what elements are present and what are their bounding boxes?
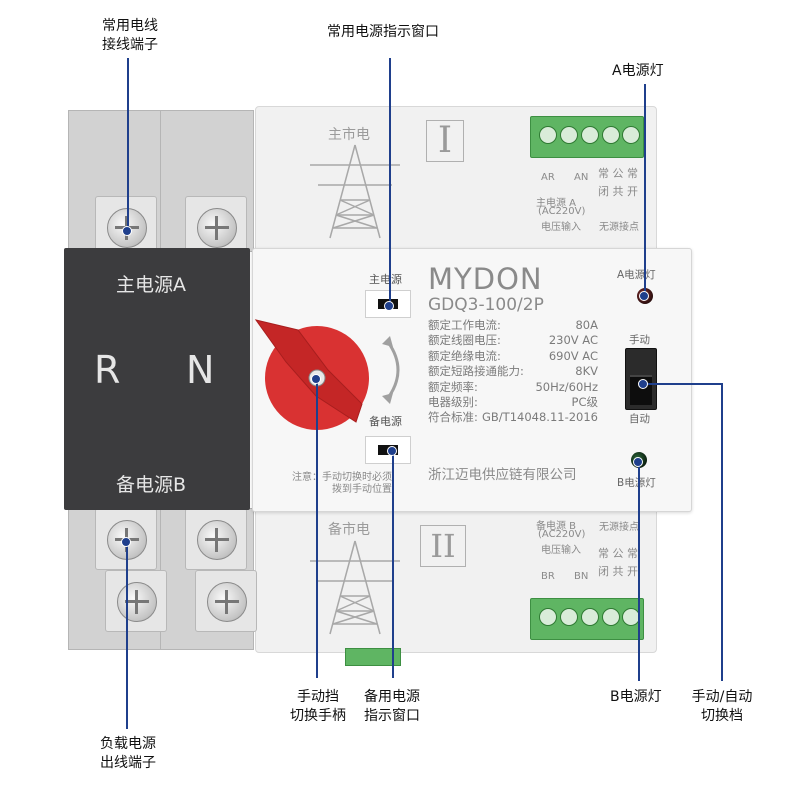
manufacturer-name: 浙江迈电供应链有限公司 [428, 467, 577, 483]
callout-line-load-terminal [126, 541, 128, 729]
terminal-screw-icon [602, 608, 620, 626]
bottom-source-label: 备市电 [328, 522, 370, 538]
spec-label: 额定线圈电压: [428, 333, 501, 348]
bottom-passive-contact: 无源接点 [599, 522, 639, 533]
spec-value: 230V AC [548, 333, 598, 348]
lamp-b-label: B电源灯 [617, 477, 656, 489]
top-passive-contact: 无源接点 [599, 222, 639, 233]
callout-line-lamp-a [644, 84, 646, 296]
spec-value: PC级 [571, 395, 598, 410]
callout-dot [387, 446, 397, 456]
spec-value: 80A [575, 318, 598, 332]
spec-value: 690V AC [548, 348, 598, 363]
terminal-cover-panel [64, 248, 250, 510]
callout-line-main-window [389, 58, 391, 306]
screw-icon [197, 520, 237, 560]
callout-handle: 手动挡切换手柄 [290, 689, 346, 724]
power-pylon-icon [310, 540, 400, 635]
spec-labels: 额定工作电流: 额定线圈电压: 额定绝缘电流: 额定短路接通能力: 额定频率: … [428, 318, 524, 426]
spec-label: 额定工作电流: [428, 318, 501, 332]
spec-value: 8KV [575, 364, 598, 379]
terminal-screw-icon [539, 608, 557, 626]
spec-label: 符合标准: [428, 410, 478, 425]
callout-lamp-b: B电源灯 [610, 689, 662, 705]
power-pylon-icon [310, 144, 400, 239]
terminal-screw-icon [602, 126, 620, 144]
callout-line-lamp-b [638, 461, 640, 681]
callout-dot [311, 374, 321, 384]
bottom-source-line2: (AC220V) [538, 529, 586, 540]
spec-label: 额定绝缘电流: [428, 348, 501, 363]
terminal-screw-icon [539, 126, 557, 144]
bottom-term-br: BR [541, 571, 555, 582]
n-label: N [186, 348, 215, 392]
callout-mode-switch: 手动/自动切换档 [691, 689, 753, 724]
main-terminal-n[interactable] [185, 196, 247, 258]
bottom-source-line3: 电压输入 [541, 545, 581, 556]
spec-value: 50Hz/60Hz [535, 379, 598, 394]
backup-source-b-label: 备电源B [116, 474, 187, 496]
callout-line-backup-window [392, 450, 394, 678]
r-label: R [94, 348, 121, 392]
spec-label: 额定频率: [428, 379, 478, 394]
callout-main-window: 常用电源指示窗口 [327, 24, 439, 40]
roman-numeral-two: II [420, 525, 466, 567]
callout-line-mode-switch-drop [721, 383, 723, 681]
screw-icon [117, 582, 157, 622]
callout-backup-window: 备用电源指示窗口 [364, 689, 420, 724]
din-clip [345, 648, 401, 666]
terminal-screw-icon [622, 126, 640, 144]
top-term-ar: AR [541, 172, 555, 183]
top-source-line1: 主电源 A [536, 198, 577, 209]
switch-manual-label: 手动 [629, 334, 650, 346]
terminal-screw-icon [560, 608, 578, 626]
load-terminal-n[interactable] [195, 570, 257, 632]
rotate-arrow-icon [382, 336, 400, 404]
bottom-contact-labels: 常 公 常 闭 共 开 [598, 547, 638, 578]
bottom-term-bn: BN [574, 571, 589, 582]
top-signal-terminal-block[interactable] [530, 116, 644, 158]
brand-name: MYDON [428, 262, 543, 296]
callout-dot [122, 226, 132, 236]
backup-window-label: 备电源 [369, 415, 402, 428]
callout-line-main-terminal [127, 58, 129, 230]
top-source-line3: 电压输入 [541, 222, 581, 233]
terminal-screw-icon [581, 126, 599, 144]
callout-dot [639, 291, 649, 301]
model-number: GDQ3-100/2P [428, 295, 544, 315]
callout-dot [638, 379, 648, 389]
callout-dot [121, 537, 131, 547]
bottom-source-line1: 备电源 B [536, 521, 577, 532]
main-window-label: 主电源 [369, 273, 402, 286]
top-source-label: 主市电 [328, 127, 370, 143]
callout-dot [633, 457, 643, 467]
notice-text: 注意：手动切换时必须拨到手动位置 [292, 472, 392, 495]
spec-label: 电器级别: [428, 395, 478, 410]
callout-line-handle [316, 378, 318, 678]
terminal-screw-icon [622, 608, 640, 626]
top-contact-labels: 常 公 常 闭 共 开 [598, 167, 638, 198]
terminal-screw-icon [560, 126, 578, 144]
bottom-signal-terminal-block[interactable] [530, 598, 644, 640]
top-term-an: AN [574, 172, 589, 183]
spec-values: 80A 230V AC 690V AC 8KV 50Hz/60Hz PC级 GB… [470, 318, 598, 426]
callout-main-terminal: 常用电线接线端子 [102, 18, 158, 53]
top-source-line2: (AC220V) [538, 206, 586, 217]
terminal-screw-icon [581, 608, 599, 626]
main-source-a-label: 主电源A [116, 274, 186, 296]
backup-terminal-n[interactable] [185, 508, 247, 570]
roman-numeral-one: I [426, 120, 464, 162]
screw-icon [207, 582, 247, 622]
lamp-a-label: A电源灯 [617, 269, 656, 281]
callout-lamp-a: A电源灯 [612, 63, 664, 79]
screw-icon [197, 208, 237, 248]
callout-load-terminal: 负载电源出线端子 [100, 736, 156, 771]
spec-value: GB/T14048.11-2016 [482, 410, 598, 425]
spec-label: 额定短路接通能力: [428, 364, 524, 379]
callout-line-mode-switch [642, 383, 722, 385]
callout-dot [384, 301, 394, 311]
load-terminal-r[interactable] [105, 570, 167, 632]
switch-auto-label: 自动 [629, 413, 650, 425]
